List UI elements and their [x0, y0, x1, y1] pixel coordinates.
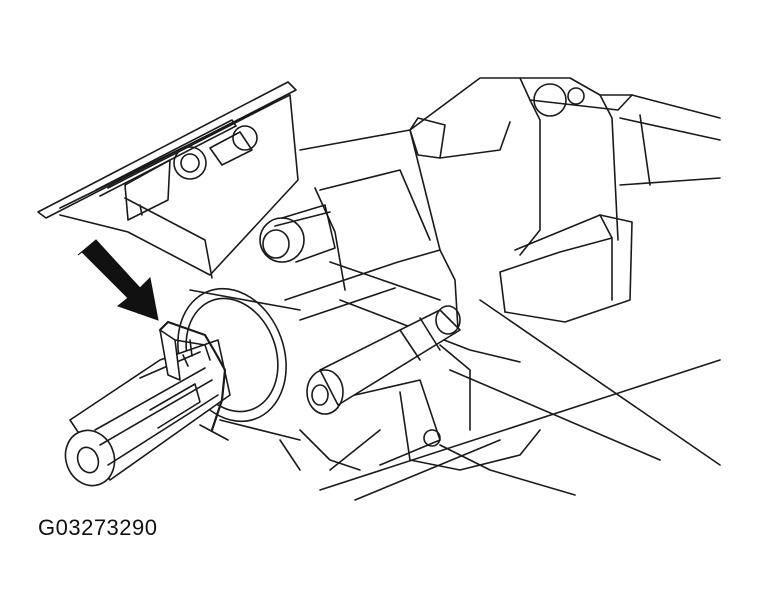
upper-housing: [409, 77, 721, 323]
column-body: [259, 129, 521, 363]
arrow-icon: [77, 239, 159, 321]
lock-cylinder: [64, 320, 231, 487]
lower-rails: [279, 299, 721, 501]
cross-tube: [306, 305, 461, 415]
mounting-bracket: [37, 81, 299, 279]
figure-caption: G03273290: [38, 515, 158, 540]
